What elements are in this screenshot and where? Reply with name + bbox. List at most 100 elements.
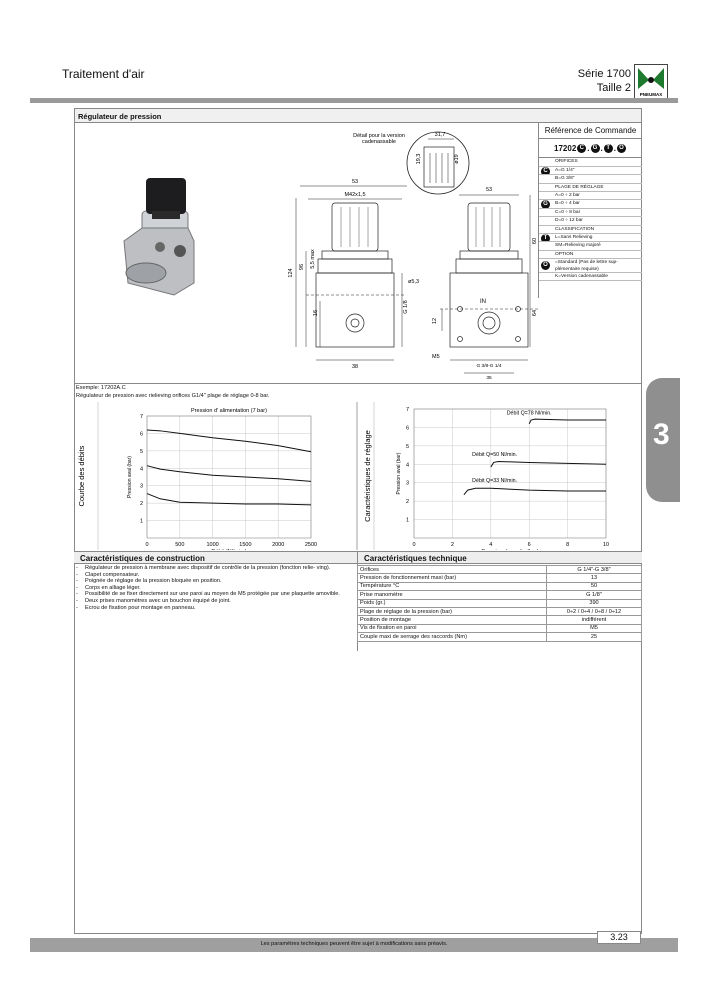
example-line-1: Exemple: 17202A.C xyxy=(76,385,126,391)
chart1-section-label: Courbe des débits xyxy=(77,445,86,506)
order-reference-text: CLASSIFICATION xyxy=(555,226,595,232)
side-view xyxy=(440,194,538,374)
construction-item: Deux prises manomètres avec un bouchon é… xyxy=(74,598,357,605)
construction-item: Régulateur de pression à membrane avec d… xyxy=(74,565,357,572)
technical-label: Pression de fonctionnement maxi (bar) xyxy=(357,573,547,583)
data-series-line xyxy=(146,493,312,506)
technical-label: Orifices xyxy=(357,564,547,575)
dim-d5-3: ø5,3 xyxy=(408,279,419,285)
y-tick-label: 3 xyxy=(406,481,409,487)
technical-value: 390 xyxy=(546,598,642,608)
footer-note: Les paramètres techniques peuvent être s… xyxy=(260,941,448,947)
dim-g18: G 1/8 xyxy=(403,300,409,313)
technical-label: Prise manomètre xyxy=(357,590,547,600)
product-photo xyxy=(123,178,195,296)
order-code-prefix: 17202 xyxy=(554,144,577,153)
y-tick-label: 7 xyxy=(140,414,143,420)
y-axis-label: Pression aval (bar) xyxy=(396,452,402,494)
x-axis-label: Débit (Nl/min.) xyxy=(211,549,246,550)
order-reference-row: SM=Relieving majoré xyxy=(539,242,642,251)
y-tick-label: 4 xyxy=(140,466,143,472)
technical-row: Poids (gr.)390 xyxy=(357,598,642,608)
logo-mark-icon: PNEUMAX xyxy=(638,68,664,97)
chapter-tab: 3 xyxy=(646,378,680,502)
section-title: Traitement d'air xyxy=(62,67,145,81)
order-code-letter: O xyxy=(616,144,626,154)
technical-value: G 1/4"-G 3/8" xyxy=(546,564,642,575)
page-number: 3.23 xyxy=(597,931,641,944)
technical-label: Température °C xyxy=(357,581,547,592)
dim-19-3: 19,3 xyxy=(416,154,422,165)
dim-124: 124 xyxy=(288,268,294,277)
order-reference-text: L=Sans Relieving xyxy=(555,234,593,240)
dim-5-5max: 5,5 max xyxy=(310,249,316,269)
data-series-line xyxy=(146,465,312,482)
technical-value: 50 xyxy=(546,581,642,592)
footer-bar: Les paramètres techniques peuvent être s… xyxy=(30,938,678,952)
detail-label-2: cadenassable xyxy=(362,139,396,145)
brand-logo: PNEUMAX xyxy=(634,64,668,100)
construction-heading: Caractéristiques de construction xyxy=(74,551,357,564)
x-tick-label: 8 xyxy=(566,542,569,548)
technical-value: 0÷2 / 0÷4 / 0÷8 / 0÷12 xyxy=(546,606,642,617)
order-reference-row: C=0 ÷ 8 bar xyxy=(539,209,642,218)
x-tick-label: 0 xyxy=(145,542,148,548)
technical-label: Couple maxi de serrage des raccords (Nm) xyxy=(357,632,547,642)
dim-d19: ø19 xyxy=(454,154,460,163)
dim-96: 96 xyxy=(299,264,305,270)
order-reference-text: C=0 ÷ 8 bar xyxy=(555,209,581,215)
order-reference-text: PLAGE DE RÉGLAGE xyxy=(555,184,604,190)
header-bar xyxy=(30,98,678,103)
data-series-line xyxy=(490,461,607,468)
chapter-number: 3 xyxy=(653,418,670,451)
dim-60: 60 xyxy=(532,238,538,244)
order-reference-row: OPTION xyxy=(539,251,642,260)
technical-value: 13 xyxy=(546,573,642,583)
technical-row: Pression de fonctionnement maxi (bar)13 xyxy=(357,573,642,583)
x-tick-label: 6 xyxy=(528,542,531,548)
plot-frame xyxy=(413,408,607,539)
y-tick-label: 1 xyxy=(406,518,409,524)
option-badge: G xyxy=(541,200,550,208)
charts-area: Courbe des débits Caractéristiques de ré… xyxy=(77,402,609,550)
dim-35: 35 xyxy=(486,375,492,381)
construction-item: Possibilité de se fixer directement sur … xyxy=(74,591,357,598)
order-reference-row: A=0 ÷ 2 bar xyxy=(539,192,642,201)
technical-row: Couple maxi de serrage des raccords (Nm)… xyxy=(357,632,642,642)
order-reference-text: A=0 ÷ 2 bar xyxy=(555,192,580,198)
x-tick-label: 2 xyxy=(451,542,454,548)
dim-31-7: 31,7 xyxy=(435,132,446,138)
order-reference-text: OPTION xyxy=(555,251,574,257)
order-reference-row: O=Standard (Pas de lettre sup-plémentair… xyxy=(539,259,642,274)
dim-53-side: 53 xyxy=(486,187,492,193)
dim-m42: M42x1,5 xyxy=(344,192,365,198)
dim-53-top: 53 xyxy=(352,179,358,185)
order-reference-text: A=G 1/4" xyxy=(555,167,575,173)
option-badge: C xyxy=(541,166,550,175)
technical-label: Plage de réglage de la pression (bar) xyxy=(357,606,547,617)
order-reference-text: K=Version cadenassable xyxy=(555,274,608,280)
order-reference-text: SM=Relieving majoré xyxy=(555,243,601,249)
x-tick-label: 2500 xyxy=(305,542,317,548)
order-reference-row: CLASSIFICATION xyxy=(539,226,642,234)
detail-label-1: Détail pour la version xyxy=(353,133,405,139)
order-code-letter: T xyxy=(603,144,613,154)
y-tick-label: 5 xyxy=(140,449,143,455)
data-series-line xyxy=(146,429,312,453)
x-tick-label: 1500 xyxy=(239,542,251,548)
order-reference-row: B=G 3/8" xyxy=(539,175,642,184)
port-in-label: IN xyxy=(480,299,486,305)
dim-64: 64 xyxy=(532,310,538,316)
y-tick-label: 5 xyxy=(406,444,409,450)
chart-title: Pression d' alimentation (7 bar) xyxy=(191,408,267,414)
series-label: Série 1700 xyxy=(577,68,631,80)
technical-label: Poids (gr.) xyxy=(357,598,547,608)
y-tick-label: 1 xyxy=(140,519,143,525)
technical-value: G 1/8" xyxy=(546,590,642,600)
